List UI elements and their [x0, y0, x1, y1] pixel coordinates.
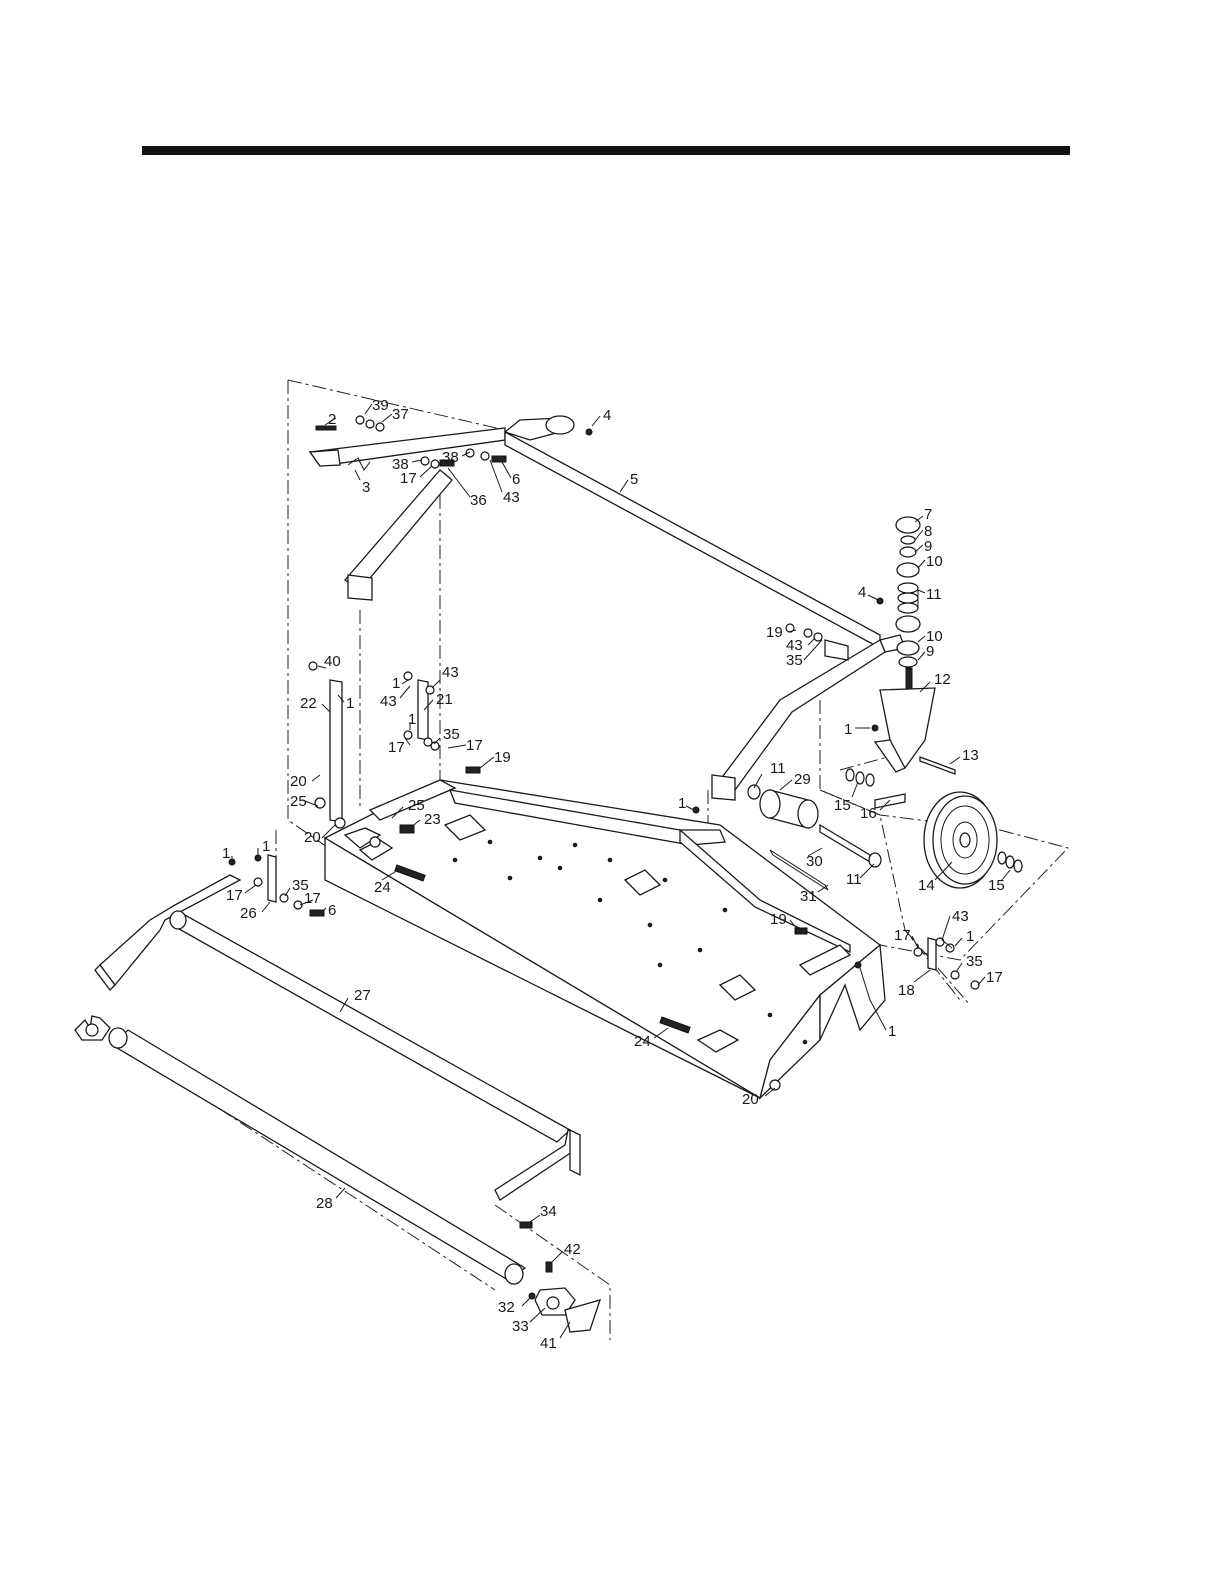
callout: 17: [894, 927, 911, 944]
callout: 9: [926, 643, 934, 660]
callout: 19: [770, 911, 787, 928]
callout: 20: [742, 1091, 759, 1108]
callout: 12: [934, 671, 951, 688]
callout: 6: [328, 902, 336, 919]
callout: 24: [374, 879, 391, 896]
callout: 43: [442, 664, 459, 681]
callout: 17: [304, 890, 321, 907]
callout: 13: [962, 747, 979, 764]
callout: 17: [466, 737, 483, 754]
callout: 7: [924, 506, 932, 523]
callout: 32: [498, 1299, 515, 1316]
callout: 29: [794, 771, 811, 788]
callout: 1: [408, 711, 416, 728]
callout: 11: [770, 760, 786, 777]
caster-assembly: [846, 517, 1022, 888]
callout: 1: [678, 795, 686, 812]
callout: 20: [304, 829, 321, 846]
callout: 40: [324, 653, 341, 670]
callout: 11: [846, 871, 862, 888]
callout: 15: [834, 797, 851, 814]
callout: 14: [918, 877, 935, 894]
callout: 22: [300, 695, 317, 712]
callout: 2: [328, 411, 336, 428]
callout: 43: [503, 489, 520, 506]
callout: 1: [262, 838, 270, 855]
callout: 1: [888, 1023, 896, 1040]
callout: 35: [786, 652, 803, 669]
callout: 35: [443, 726, 460, 743]
callout: 18: [898, 982, 915, 999]
callout: 24: [634, 1033, 651, 1050]
callout: 33: [512, 1318, 529, 1335]
callout: 31: [800, 888, 817, 905]
callout: 10: [926, 553, 943, 570]
callout: 36: [470, 492, 487, 509]
callout: 21: [436, 691, 453, 708]
callout: 4: [603, 407, 611, 424]
callout: 28: [316, 1195, 333, 1212]
callout: 25: [408, 797, 425, 814]
callout: 17: [986, 969, 1003, 986]
callout: 19: [494, 749, 511, 766]
callout: 19: [766, 624, 783, 641]
callout: 3: [362, 479, 370, 496]
callout: 1: [222, 845, 230, 862]
callout: 42: [564, 1241, 581, 1258]
callout: 15: [988, 877, 1005, 894]
callout: 17: [226, 887, 243, 904]
callout: 17: [388, 739, 405, 756]
callout: 1: [966, 928, 974, 945]
callout: 20: [290, 773, 307, 790]
callout: 16: [860, 805, 877, 822]
callout: 23: [424, 811, 441, 828]
callout: 4: [858, 584, 866, 601]
callout: 38: [442, 449, 459, 466]
callout: 30: [806, 853, 823, 870]
callout: 26: [240, 905, 257, 922]
callout: 25: [290, 793, 307, 810]
callout: 34: [540, 1203, 557, 1220]
callout: 11: [926, 586, 942, 603]
callout: 37: [392, 406, 409, 423]
callout: 43: [380, 693, 397, 710]
callout: 41: [540, 1335, 557, 1352]
callout: 35: [966, 953, 983, 970]
callout: 39: [372, 397, 389, 414]
callout: 1: [844, 721, 852, 738]
callout: 6: [512, 471, 520, 488]
callout: 1: [392, 675, 400, 692]
callout: 17: [400, 470, 417, 487]
callout: 43: [952, 908, 969, 925]
callout: 5: [630, 471, 638, 488]
callout: 1: [346, 695, 354, 712]
callout: 27: [354, 987, 371, 1004]
